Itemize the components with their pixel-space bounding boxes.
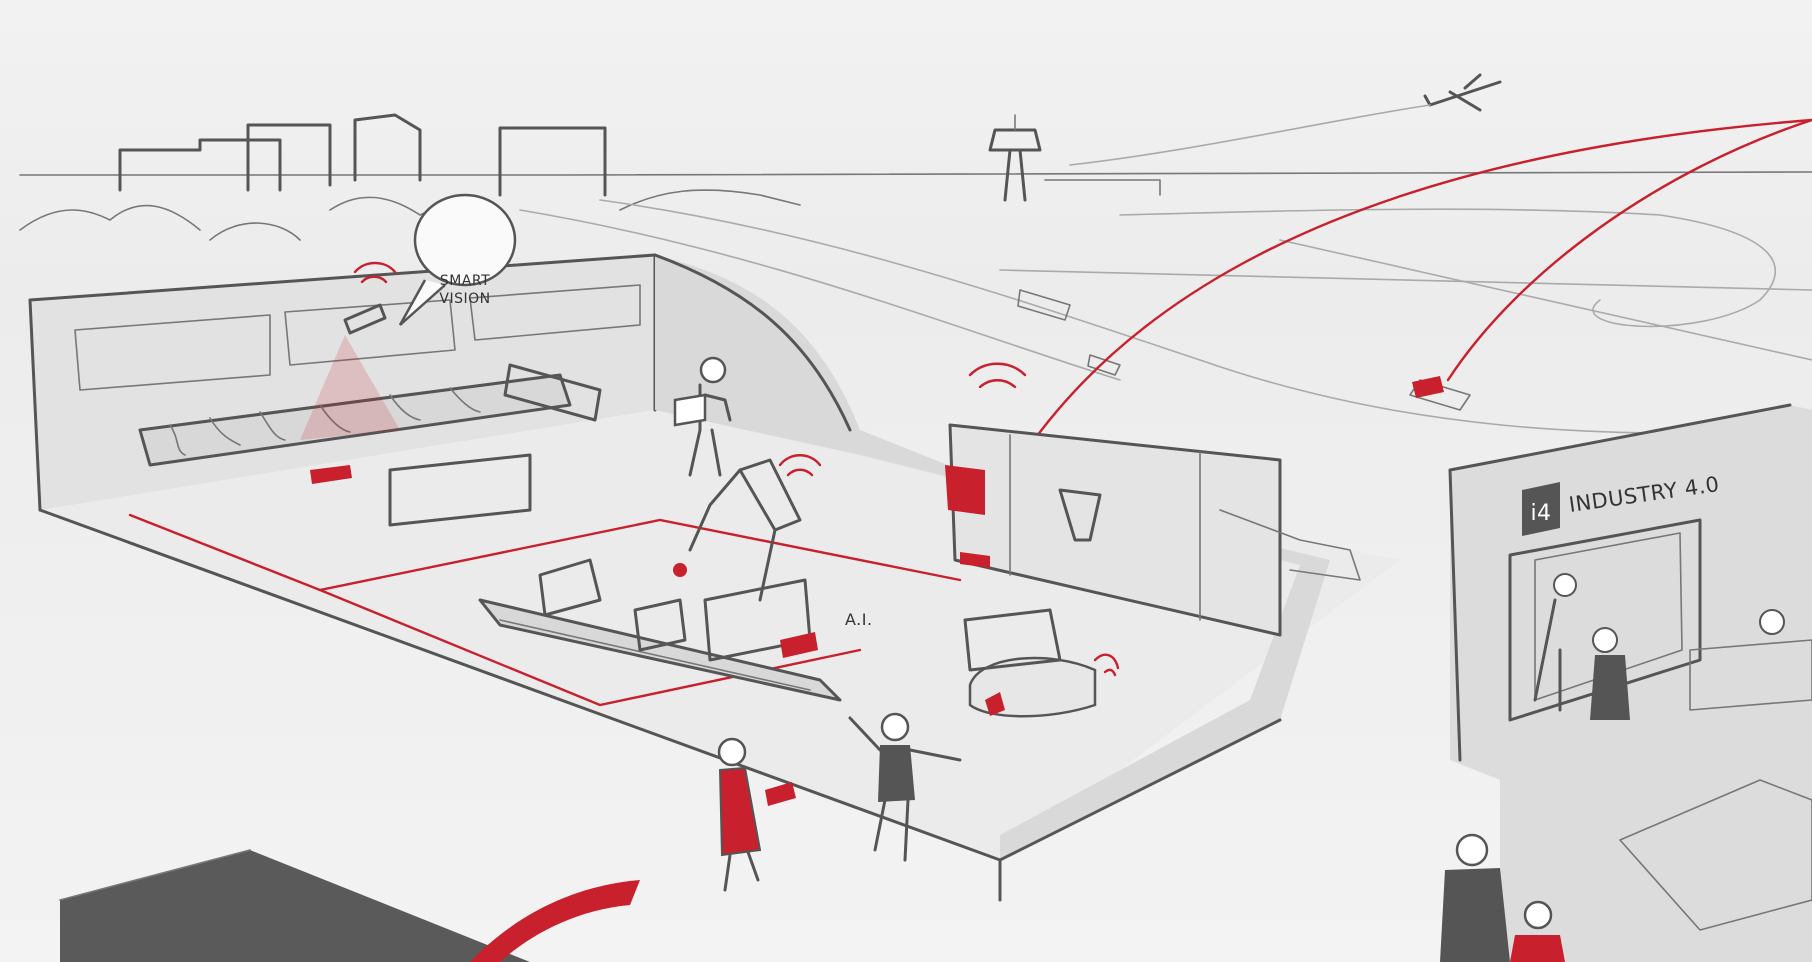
people-bottom-right [1440,779,1812,962]
agv-mobile-robot [963,608,1120,718]
skyline [19,113,1812,241]
speech-bubble: SMART VISION [398,193,517,326]
ai-label: A.I. [845,610,873,629]
truck-roof [59,849,530,962]
roads [519,199,1812,435]
factory-side-wall [38,253,1330,902]
cnc-machine [945,362,1361,637]
floor-marking-outline [128,513,962,592]
rooftop-sensor-box [1412,376,1444,398]
people-at-entrance [1533,573,1812,720]
speech-bubble-line1: SMART [440,273,490,289]
airplane-icon [1069,73,1502,166]
person-with-laptop [673,356,732,477]
robot-arm [673,454,822,658]
speech-bubble-line2: VISION [439,291,490,307]
woman-with-red-box [717,737,796,892]
red-ribbon [470,880,640,962]
i4-logo: i4 [1530,501,1551,526]
control-tower [988,114,1161,202]
conveyor-belt-vision [138,363,602,527]
smart-vision-camera [300,261,400,440]
wireless-link-line [1446,118,1812,382]
building-front [1409,379,1812,962]
man-waving [848,712,962,862]
